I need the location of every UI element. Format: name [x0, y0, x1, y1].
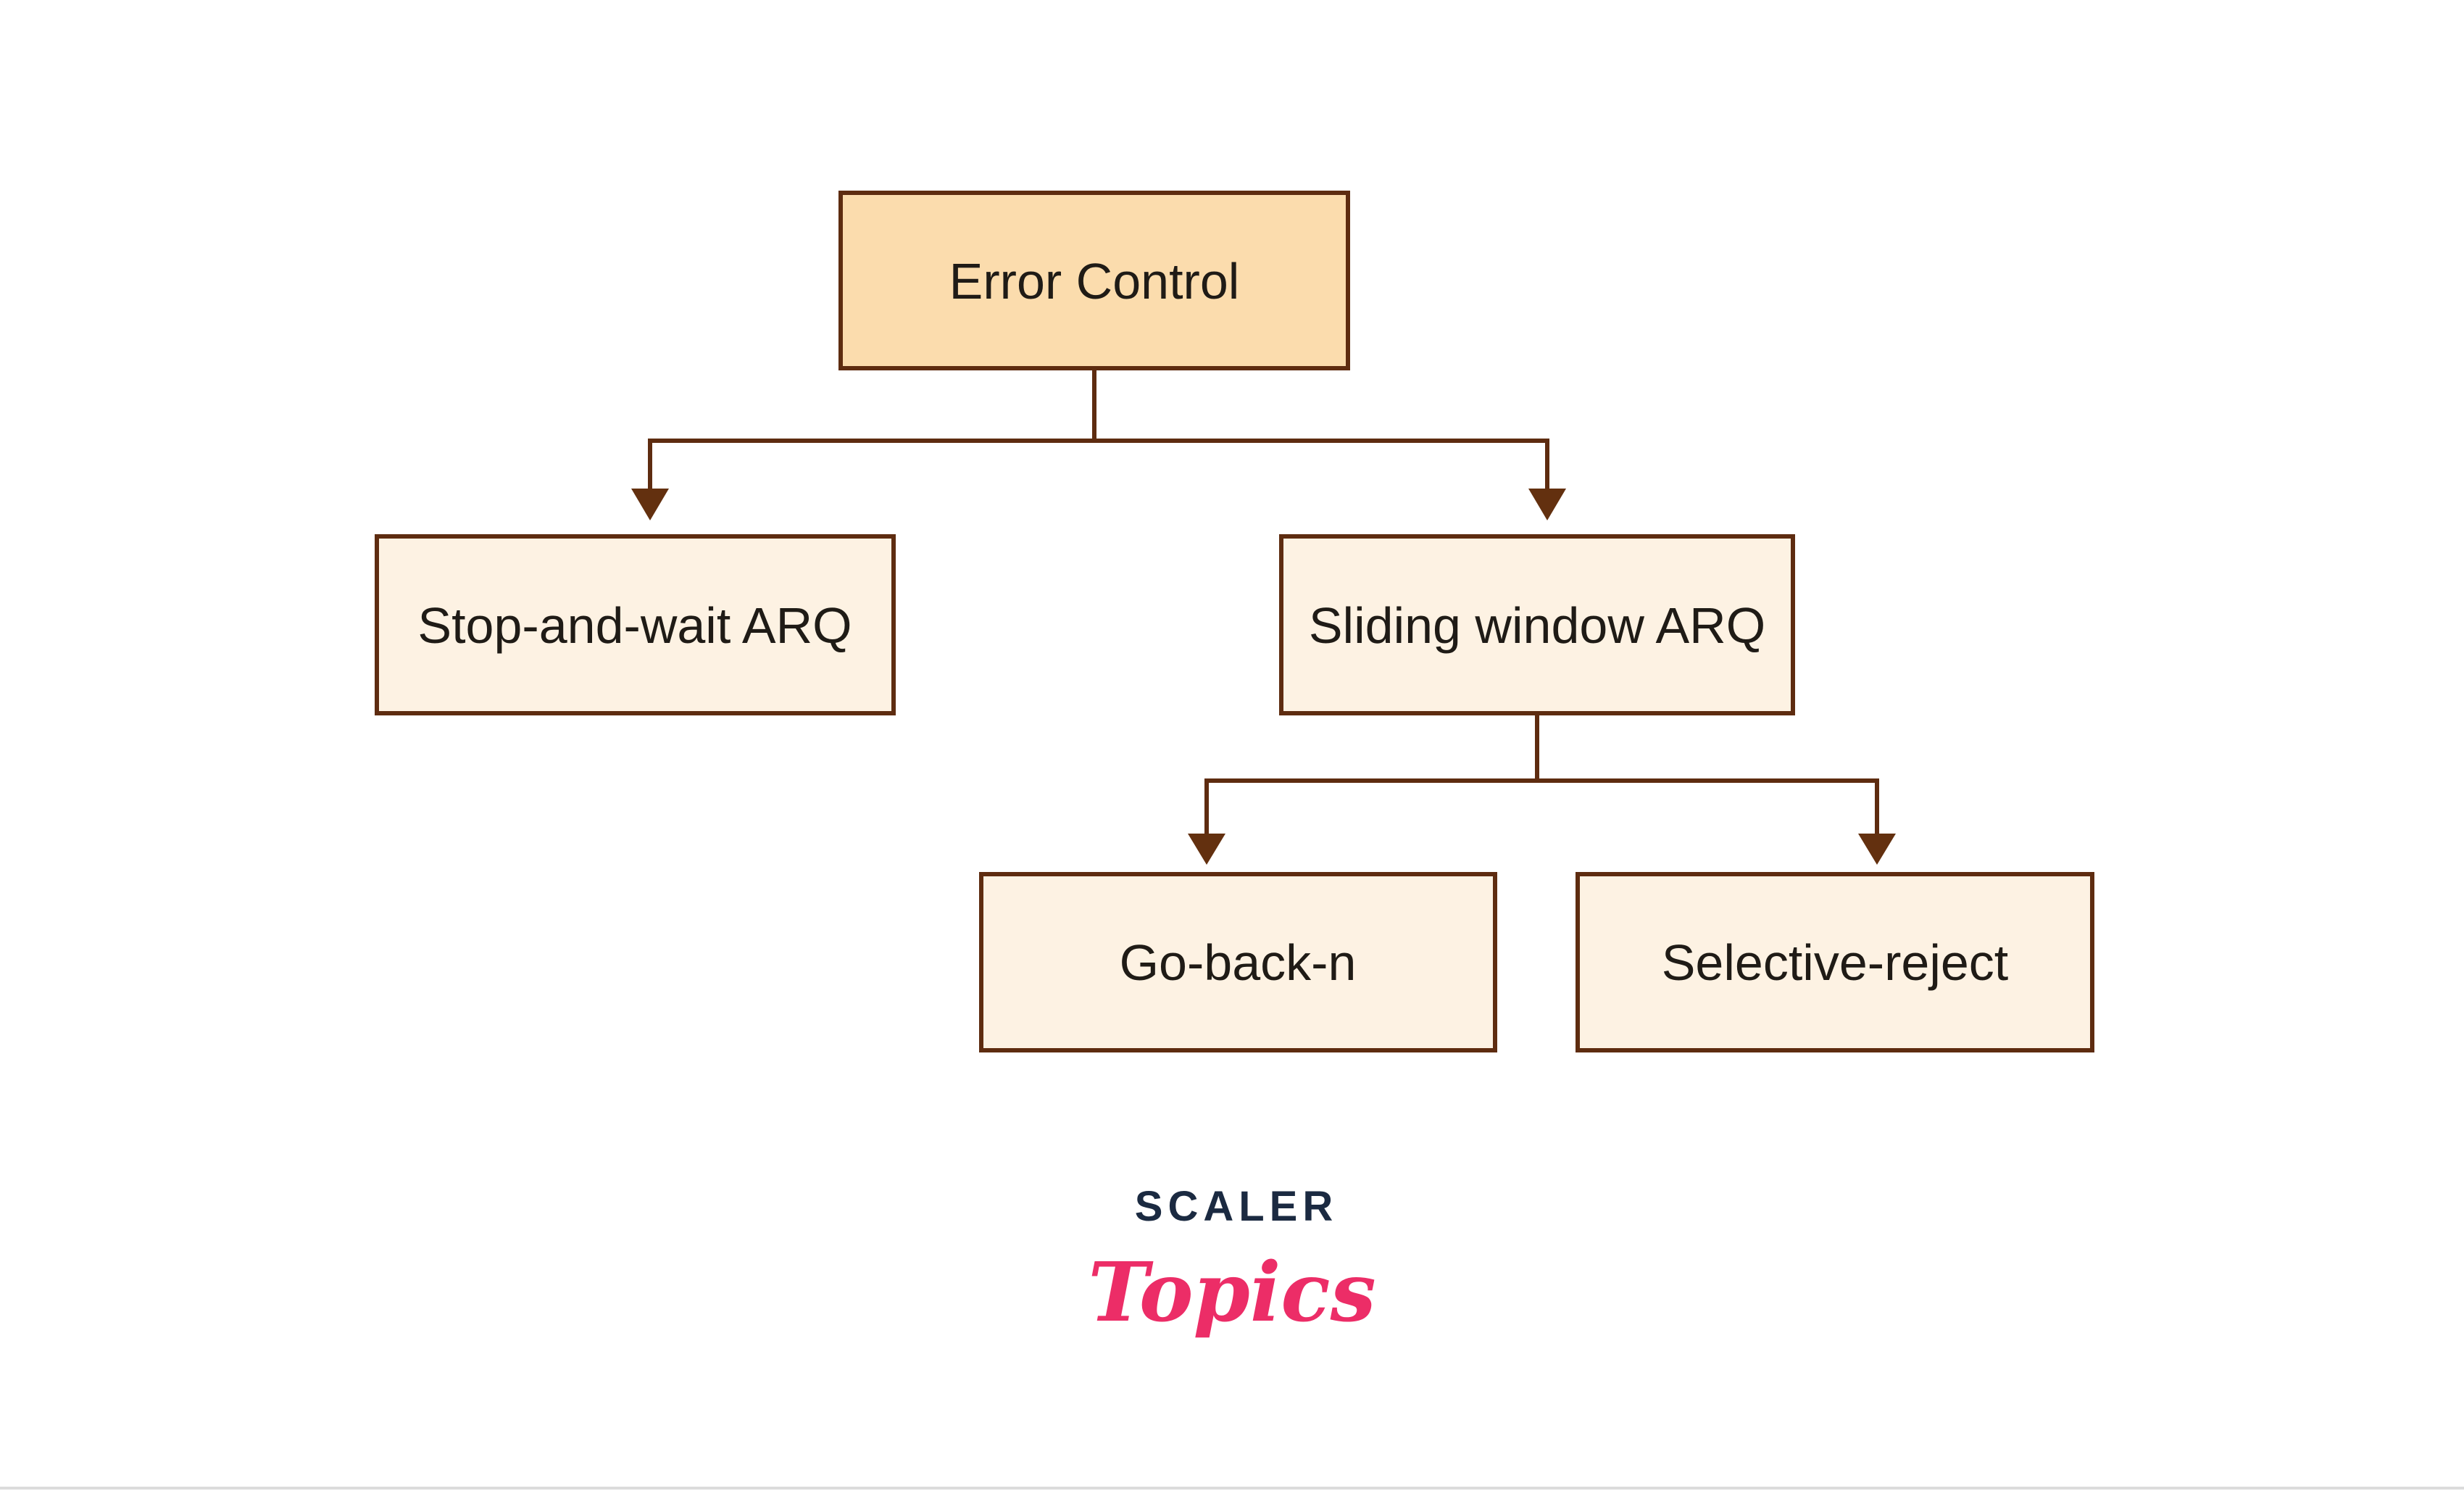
scaler-logo-brand-text: SCALER: [1135, 1183, 1338, 1230]
connector-root-to-children: [631, 368, 1566, 520]
node-error-control: Error Control: [838, 191, 1350, 370]
node-stop-and-wait-arq-label: Stop-and-wait ARQ: [417, 597, 852, 654]
node-selective-reject: Selective-reject: [1576, 872, 2094, 1052]
node-stop-and-wait-arq-box: [375, 534, 896, 715]
node-stop-and-wait-arq: Stop-and-wait ARQ: [375, 534, 896, 715]
scaler-topics-logo: SCALER Topics: [1088, 1183, 1375, 1340]
node-selective-reject-box: [1576, 872, 2094, 1052]
node-error-control-label: Error Control: [949, 253, 1240, 310]
arrowhead-to-selective-reject: [1858, 834, 1896, 865]
bottom-rule: [0, 1487, 2464, 1490]
node-sliding-window-arq: Sliding window ARQ: [1279, 534, 1795, 715]
arrowhead-to-go-back-n: [1188, 834, 1225, 865]
node-go-back-n-box: [979, 872, 1497, 1052]
arrowhead-to-stop-and-wait: [631, 489, 669, 520]
node-selective-reject-label: Selective-reject: [1662, 934, 2009, 991]
node-sliding-window-arq-label: Sliding window ARQ: [1309, 597, 1765, 654]
connector-sliding-window-to-children: [1188, 713, 1896, 865]
scaler-logo-product-text: Topics: [1088, 1245, 1375, 1340]
arrowhead-to-sliding-window: [1528, 489, 1566, 520]
node-go-back-n-label: Go-back-n: [1120, 934, 1357, 991]
node-error-control-box: [838, 191, 1350, 370]
node-sliding-window-arq-box: [1279, 534, 1795, 715]
node-go-back-n: Go-back-n: [979, 872, 1497, 1052]
